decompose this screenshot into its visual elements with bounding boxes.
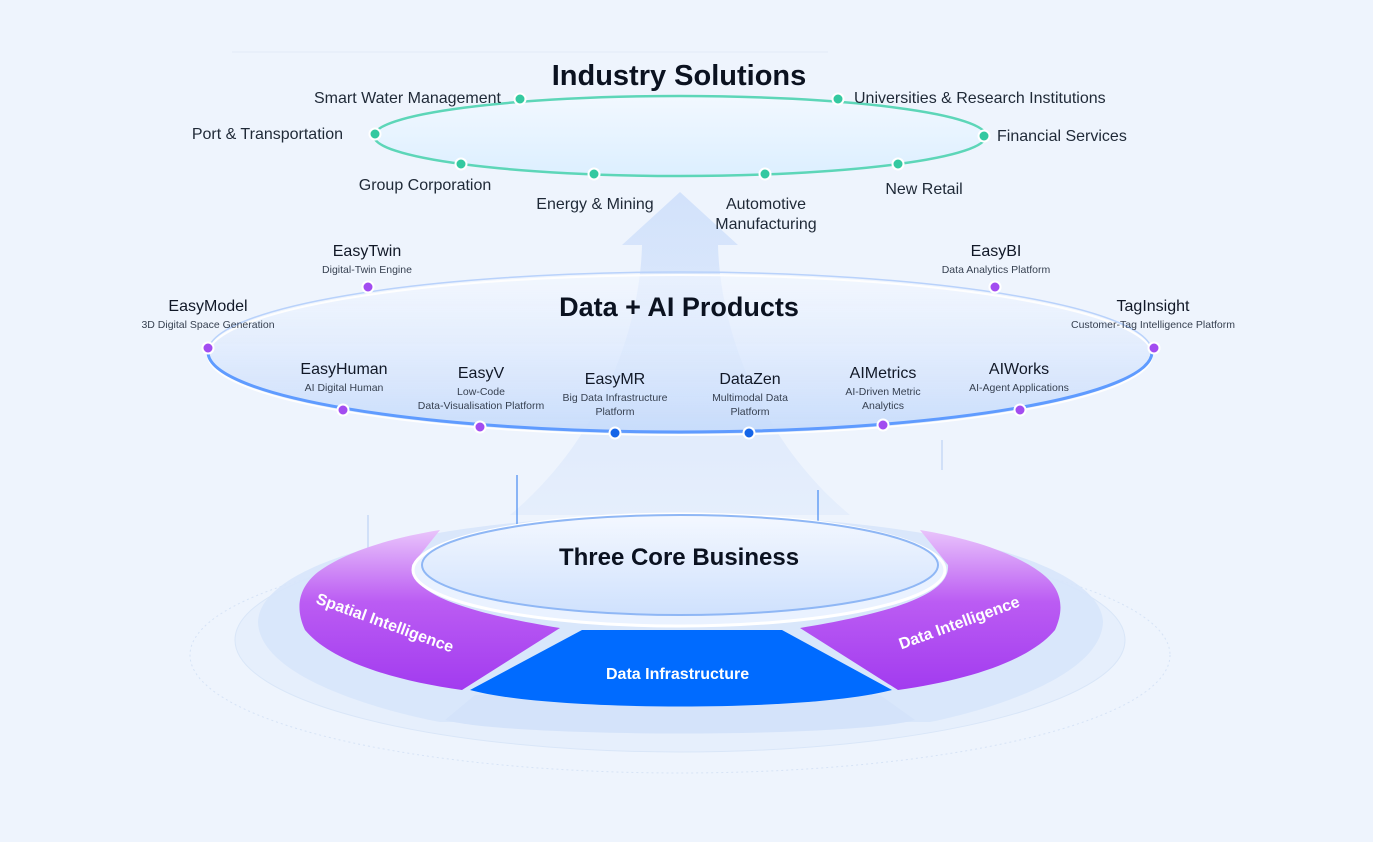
industry-label-automotive[interactable]: Automotive Manufacturing	[715, 196, 817, 233]
industry-dot-port	[368, 127, 382, 141]
product-dot-aimetrics	[876, 418, 890, 432]
product-label-aimetrics[interactable]: AIMetrics AI-Driven Metric Analytics	[845, 365, 921, 412]
industry-dot-automotive	[758, 167, 772, 181]
industry-solutions-title: Industry Solutions	[551, 60, 807, 92]
product-dot-aiworks	[1013, 403, 1027, 417]
product-label-easytwin[interactable]: EasyTwin Digital-Twin Engine	[322, 243, 412, 276]
product-label-easymr[interactable]: EasyMR Big Data Infrastructure Platform	[562, 371, 668, 418]
industry-label-financial[interactable]: Financial Services	[997, 128, 1127, 145]
industry-dot-smart-water	[513, 92, 527, 106]
product-dot-easytwin	[361, 280, 375, 294]
industry-label-energy[interactable]: Energy & Mining	[536, 196, 654, 213]
data-ai-products-title: Data + AI Products	[559, 292, 799, 322]
core-business-ring	[299, 512, 1061, 707]
product-label-easymodel[interactable]: EasyModel 3D Digital Space Generation	[141, 298, 275, 331]
industry-dot-retail	[891, 157, 905, 171]
product-label-datazen[interactable]: DataZen Multimodal Data Platform	[712, 371, 788, 418]
products-ring	[206, 271, 1154, 436]
product-dot-easymr	[608, 426, 622, 440]
product-dot-datazen	[742, 426, 756, 440]
core-segment-spatial[interactable]	[299, 530, 560, 690]
product-dots	[201, 280, 1161, 440]
industry-dot-energy	[587, 167, 601, 181]
industry-label-group[interactable]: Group Corporation	[358, 177, 492, 194]
product-dot-easyhuman	[336, 403, 350, 417]
core-label-data-infrastructure: Data Infrastructure	[606, 666, 750, 683]
product-dot-easybi	[988, 280, 1002, 294]
industry-dot-universities	[831, 92, 845, 106]
industry-label-smart-water[interactable]: Smart Water Management	[313, 90, 501, 107]
industry-label-port[interactable]: Port & Transportation	[191, 126, 343, 143]
product-dot-taginsight	[1147, 341, 1161, 355]
core-segment-datainfra[interactable]	[470, 630, 892, 707]
industry-label-retail[interactable]: New Retail	[885, 181, 963, 198]
industry-dot-group	[454, 157, 468, 171]
product-label-taginsight[interactable]: TagInsight Customer-Tag Intelligence Pla…	[1071, 298, 1235, 331]
product-label-aiworks[interactable]: AIWorks AI-Agent Applications	[969, 361, 1069, 394]
product-label-easyv[interactable]: EasyV Low-Code Data-Visualisation Platfo…	[417, 365, 545, 412]
industry-dots	[368, 92, 991, 181]
product-dot-easyv	[473, 420, 487, 434]
product-dot-easymodel	[201, 341, 215, 355]
industry-label-universities[interactable]: Universities & Research Institutions	[854, 90, 1106, 107]
industry-dot-financial	[977, 129, 991, 143]
core-segment-dataint[interactable]	[800, 530, 1061, 690]
three-core-business-title: Three Core Business	[558, 544, 800, 571]
product-label-easyhuman[interactable]: EasyHuman AI Digital Human	[300, 361, 388, 394]
product-label-easybi[interactable]: EasyBI Data Analytics Platform	[941, 243, 1051, 276]
